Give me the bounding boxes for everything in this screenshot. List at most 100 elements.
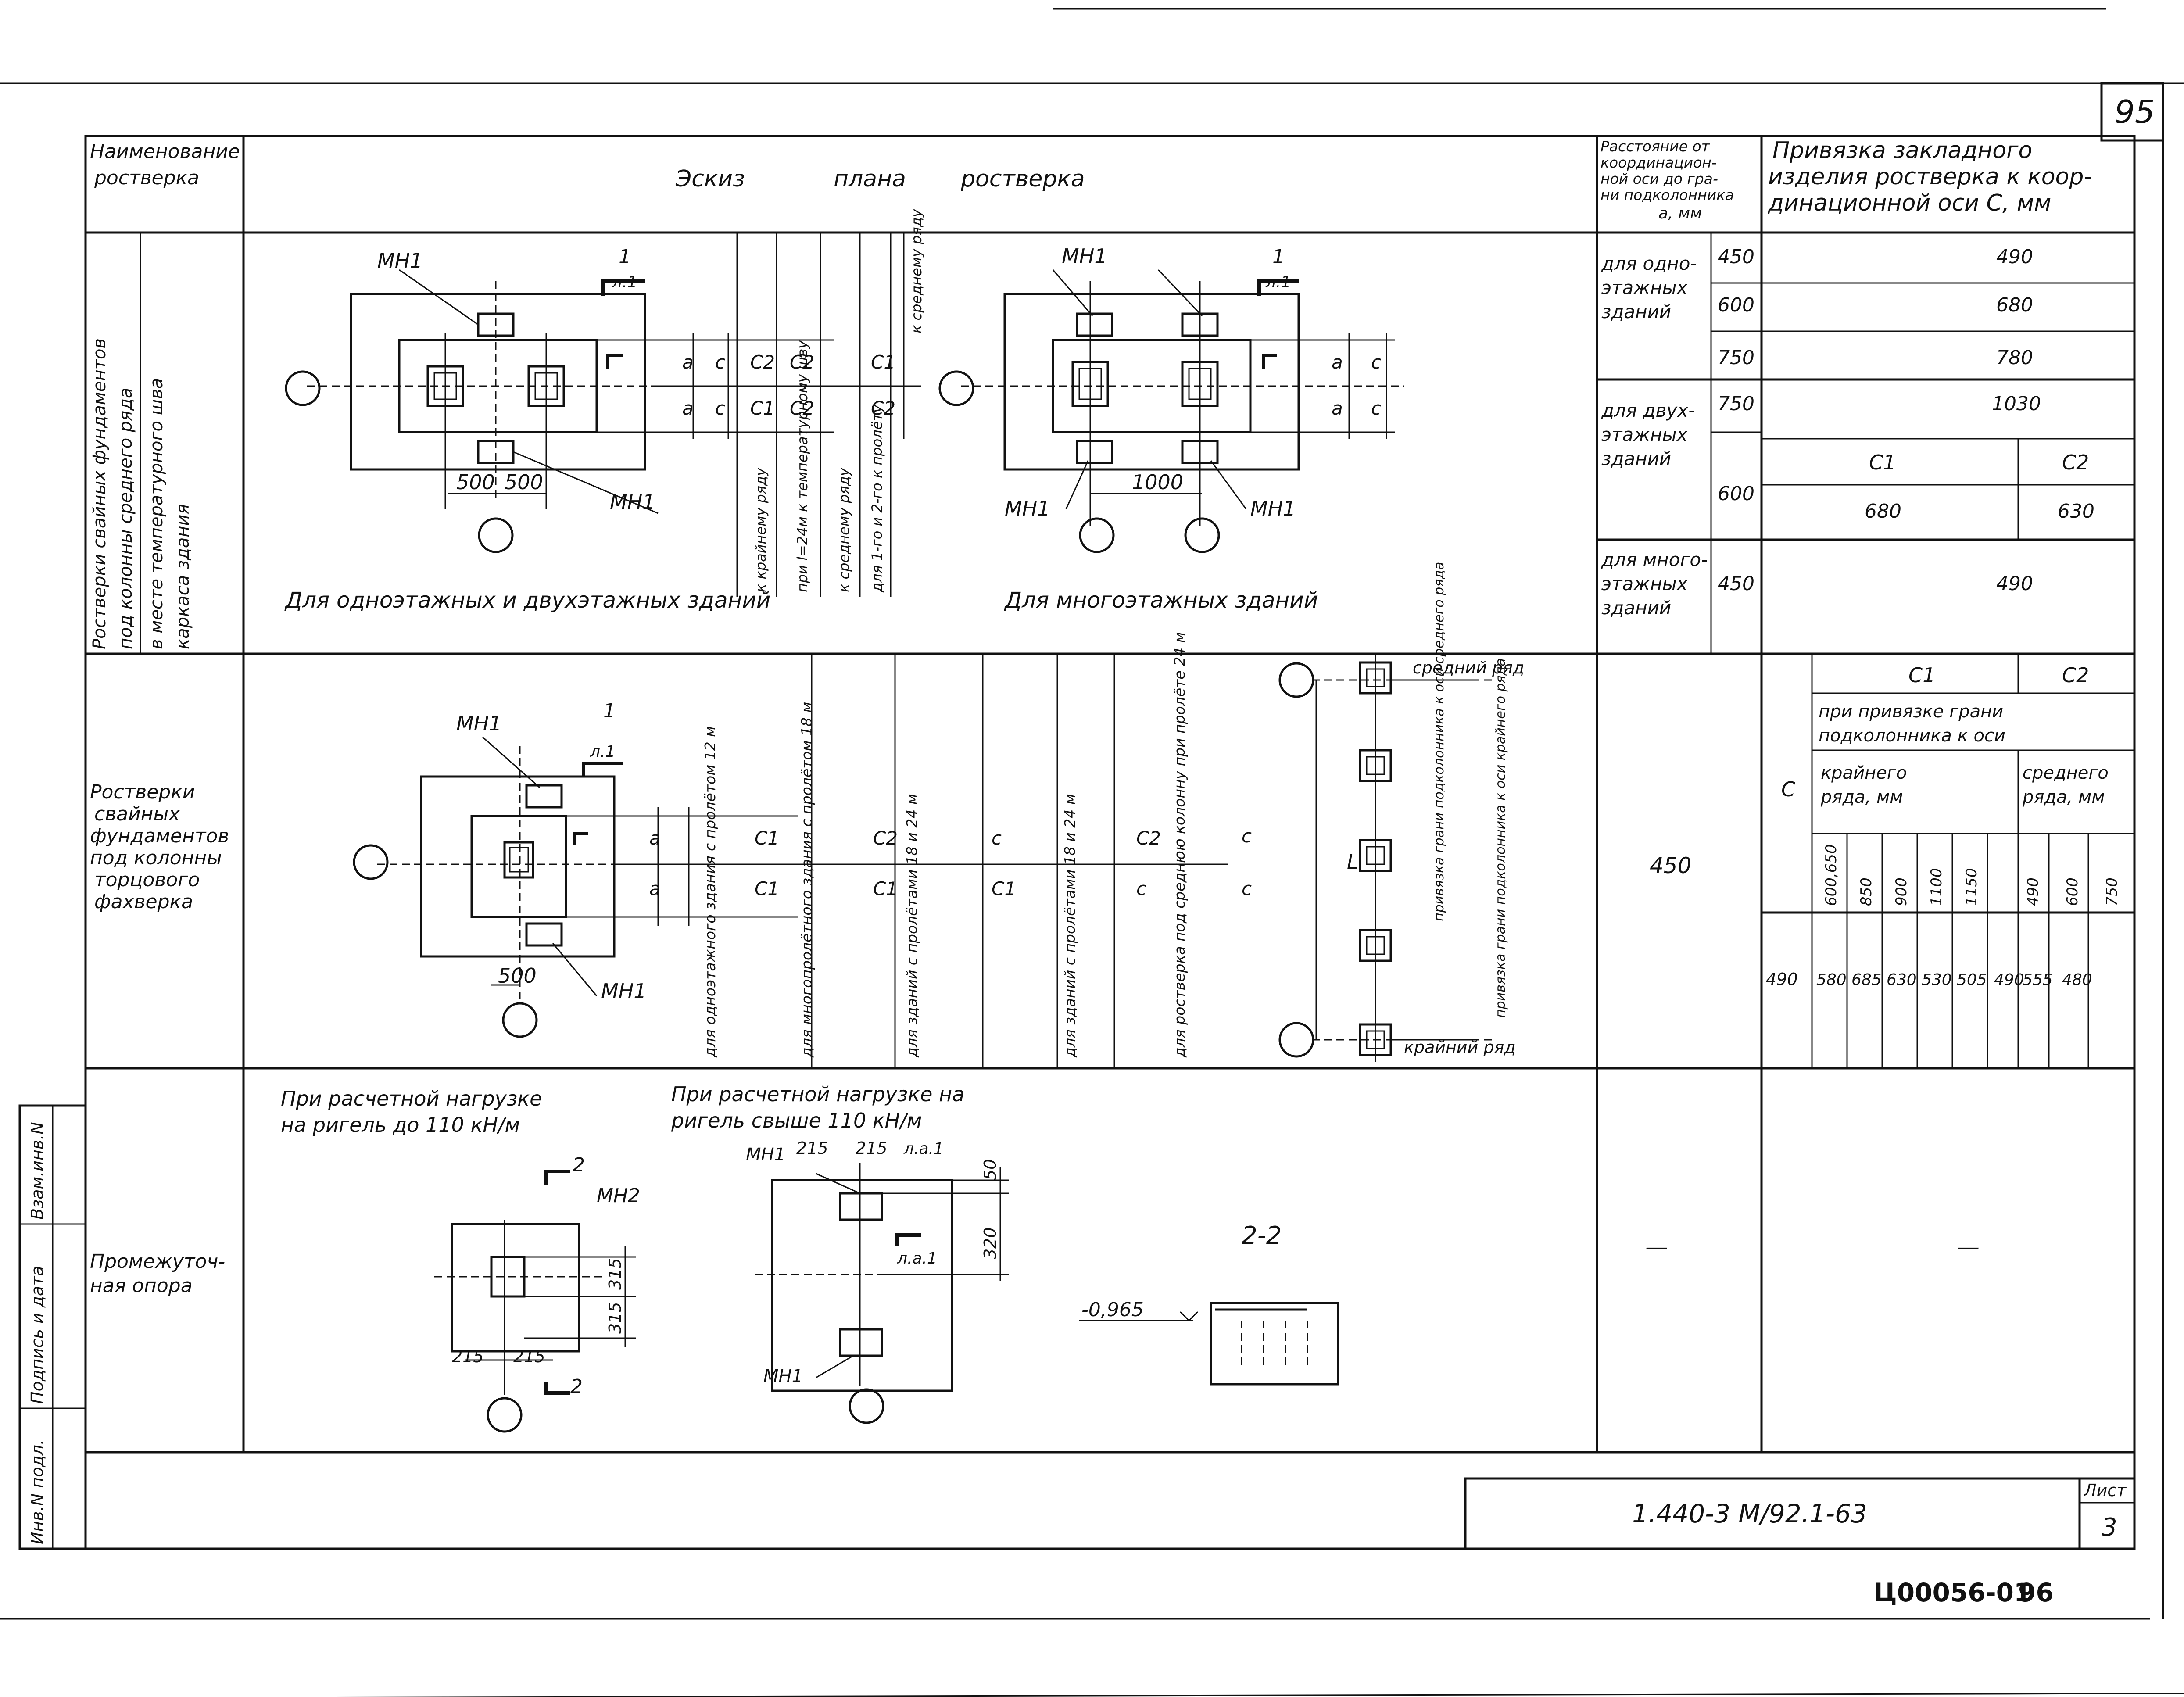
stamp-code: 1.440-3 М/92.1-63 <box>1632 1499 1867 1529</box>
r2-v-3: 630 <box>1887 971 1917 989</box>
r2-v-6: 490 <box>1994 971 2024 989</box>
stamp <box>1464 1477 2136 1550</box>
r1-sec-sheet-b: л.1 <box>1265 273 1291 291</box>
r2-h-3: 900 <box>1893 877 1910 906</box>
side-label-2: Подпись и дата <box>28 1266 47 1404</box>
r3-elev: -0,965 <box>1081 1299 1144 1321</box>
row1-name-line-2: под колонны среднего ряда <box>116 387 136 649</box>
r1-mh1-b: МН1 <box>610 490 655 514</box>
row3-name-1: Промежуточ- <box>90 1250 225 1273</box>
r2-edge-row: крайний ряд <box>1404 1038 1516 1057</box>
r2-edge-row-1: крайнего <box>1821 763 1907 783</box>
row3-sketch-left <box>434 1170 636 1433</box>
r2-dim-500: 500 <box>498 964 537 988</box>
r2-distance: 450 <box>1650 853 1691 878</box>
g2-label-3: зданий <box>1601 448 1671 469</box>
row3-name-2: ная опора <box>90 1275 193 1297</box>
g3-a-1: 450 <box>1718 573 1754 595</box>
r2-c-value: 490 <box>1766 970 1798 989</box>
page-number-box <box>2100 82 2164 142</box>
r1-sec-sheet-a: л.1 <box>612 273 637 291</box>
g1-v-2: 680 <box>1996 294 2033 316</box>
r1-a-2: a <box>682 397 694 419</box>
g1-label-1: для одно- <box>1601 253 1697 274</box>
r3-mh1-a: МН1 <box>746 1145 785 1165</box>
row2-name-6: фахверка <box>94 891 193 913</box>
r3-d215-b: 215 <box>513 1347 545 1366</box>
r1-a-3: a <box>1332 351 1343 373</box>
r2-c2-1: C2 <box>873 827 898 849</box>
header-name-2: ростверка <box>94 167 199 189</box>
row2-name-3: фундаментов <box>90 825 229 847</box>
r2-c-label: C <box>1781 777 1795 801</box>
header-distance-3: ной оси до гра- <box>1600 170 1718 187</box>
side-label-1: Инв.N подл. <box>28 1439 47 1544</box>
header-distance-1: Расстояние от <box>1600 138 1711 155</box>
r1-dim-500-b: 500 <box>505 470 543 494</box>
row2-name-5: торцового <box>94 869 200 891</box>
header-sketch-1: Эскиз <box>675 166 745 192</box>
r3-text-left-1: При расчетной нагрузке <box>281 1087 542 1110</box>
row3-sketch-right <box>755 1163 1009 1424</box>
r1-c1-1: C1 <box>750 397 775 419</box>
g2-a-2: 600 <box>1718 483 1754 505</box>
r2-v-5: 505 <box>1957 971 1987 989</box>
r1-legend-4: для 1-го и 2-го к пролёту <box>869 404 885 593</box>
r3-sec2-a: 2 <box>573 1154 585 1176</box>
header-binding-3: динационной оси С, мм <box>1768 190 2051 216</box>
r2-condition-2: подколонника к оси <box>1819 726 2005 746</box>
row2-column-line <box>1278 654 1492 1062</box>
g2-a-1: 750 <box>1718 393 1754 415</box>
r2-v-8: 480 <box>2062 971 2092 989</box>
r3-text-right-2: ригель свыше 110 кН/м <box>671 1109 922 1132</box>
r1-caption-left: Для одноэтажных и двухэтажных зданий <box>284 587 770 613</box>
stamp-sheet-label: Лист <box>2083 1481 2127 1500</box>
r2-h-5: 1150 <box>1963 868 1980 906</box>
r2-a-2: a <box>649 878 661 899</box>
r1-caption-right: Для многоэтажных зданий <box>1004 587 1318 613</box>
r2-c1-2: C1 <box>755 878 779 899</box>
row1-name-line-4: каркаса здания <box>173 504 193 649</box>
g2-c2: C2 <box>2062 451 2089 474</box>
r2-L: L <box>1347 850 1358 874</box>
row1-name-line-1: Ростверки свайных фундаментов <box>90 338 110 649</box>
g2-v-1: 1030 <box>1992 393 2041 415</box>
g2-v1: 680 <box>1865 500 1901 523</box>
r3-d315-a: 315 <box>605 1258 625 1290</box>
r1-legend-5: к среднему ряду <box>908 208 925 333</box>
header-binding-2: изделия ростверка к коор- <box>1768 164 2092 190</box>
r2-v-7: 555 <box>2023 971 2053 989</box>
r2-h-2: 850 <box>1858 877 1875 906</box>
r3-mh1-b: МН1 <box>763 1366 803 1386</box>
r2-mid-row-2: ряда, мм <box>2022 787 2105 807</box>
r2-v-1: 580 <box>1816 971 1847 989</box>
r3-d315-b: 315 <box>605 1302 625 1334</box>
r3-d215-a: 215 <box>452 1347 484 1366</box>
side-label-3: Взам.инв.N <box>28 1122 47 1220</box>
r2-sec-num: 1 <box>603 700 616 722</box>
r2-c2-2: C2 <box>1136 827 1161 849</box>
r1-c-1: c <box>715 351 725 373</box>
r3-sec-sheet: л.а.1 <box>903 1140 944 1158</box>
g2-label-1: для двух- <box>1601 400 1695 421</box>
g1-label-3: зданий <box>1601 301 1671 322</box>
r2-condition-1: при привязке грани <box>1819 702 2003 722</box>
r2-legend-4: для зданий с пролётами 18 и 24 м <box>1061 794 1078 1058</box>
r2-mh1-a: МН1 <box>456 712 502 735</box>
r2-h-4: 1100 <box>1928 868 1945 906</box>
g3-label-2: этажных <box>1601 573 1688 594</box>
r3-dash-binding: — <box>1957 1234 1980 1260</box>
g1-a-3: 750 <box>1718 347 1754 369</box>
r1-sec-num-a: 1 <box>619 246 631 268</box>
row1-sketch-left <box>285 233 921 597</box>
row1-distance-table <box>1597 233 2134 654</box>
r3-d215-d: 215 <box>856 1138 888 1158</box>
r1-legend-3: к среднему ряду <box>836 467 852 592</box>
r2-bind-1: привязка грани подколонника к оси средне… <box>1432 562 1447 921</box>
page-number-top: 95 <box>2115 93 2155 130</box>
r2-c-1: c <box>992 827 1002 849</box>
row2-name-1: Ростверки <box>90 781 195 803</box>
r2-mid-row-1: среднего <box>2023 763 2109 783</box>
r2-c1: C1 <box>1908 663 1935 687</box>
